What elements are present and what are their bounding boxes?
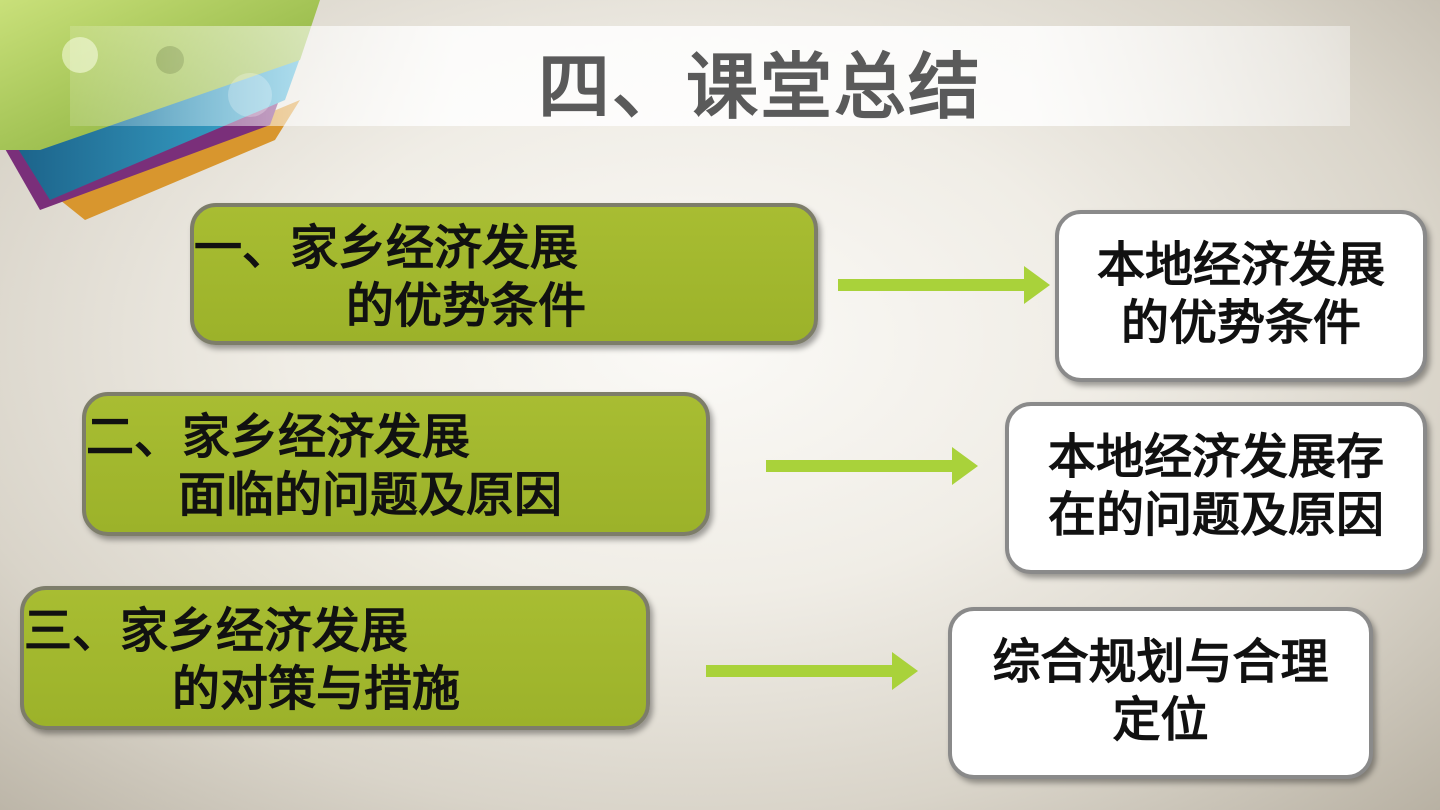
left-box-3-line-2: 的对策与措施: [172, 661, 461, 717]
right-box-3-line-2: 定位: [1112, 692, 1209, 748]
page-title: 四、课堂总结: [537, 45, 982, 129]
arrow-2: [766, 447, 978, 485]
right-box-3-line-1: 综合规划与合理: [992, 634, 1329, 690]
arrow-1: [838, 266, 1050, 304]
title-bar: [70, 26, 1350, 126]
right-box-1: 本地经济发展 的优势条件: [1055, 210, 1427, 382]
left-box-1-line-1: 一、家乡经济发展: [194, 220, 579, 276]
left-box-2: 二、家乡经济发展 面临的问题及原因: [82, 392, 710, 536]
left-box-3-line-1: 三、家乡经济发展: [24, 603, 409, 659]
right-box-2-line-2: 在的问题及原因: [1047, 487, 1384, 543]
right-box-3: 综合规划与合理 定位: [948, 607, 1373, 779]
left-box-2-line-2: 面临的问题及原因: [178, 467, 563, 523]
left-box-2-line-1: 二、家乡经济发展: [86, 409, 471, 465]
right-box-1-line-2: 的优势条件: [1120, 295, 1361, 351]
left-box-1-line-2: 的优势条件: [346, 278, 587, 334]
right-box-2-line-1: 本地经济发展存: [1047, 429, 1384, 485]
left-box-3: 三、家乡经济发展 的对策与措施: [20, 586, 650, 730]
right-box-2: 本地经济发展存 在的问题及原因: [1005, 402, 1427, 574]
arrow-3: [706, 652, 918, 690]
right-box-1-line-1: 本地经济发展: [1096, 237, 1385, 293]
left-box-1: 一、家乡经济发展 的优势条件: [190, 203, 818, 345]
